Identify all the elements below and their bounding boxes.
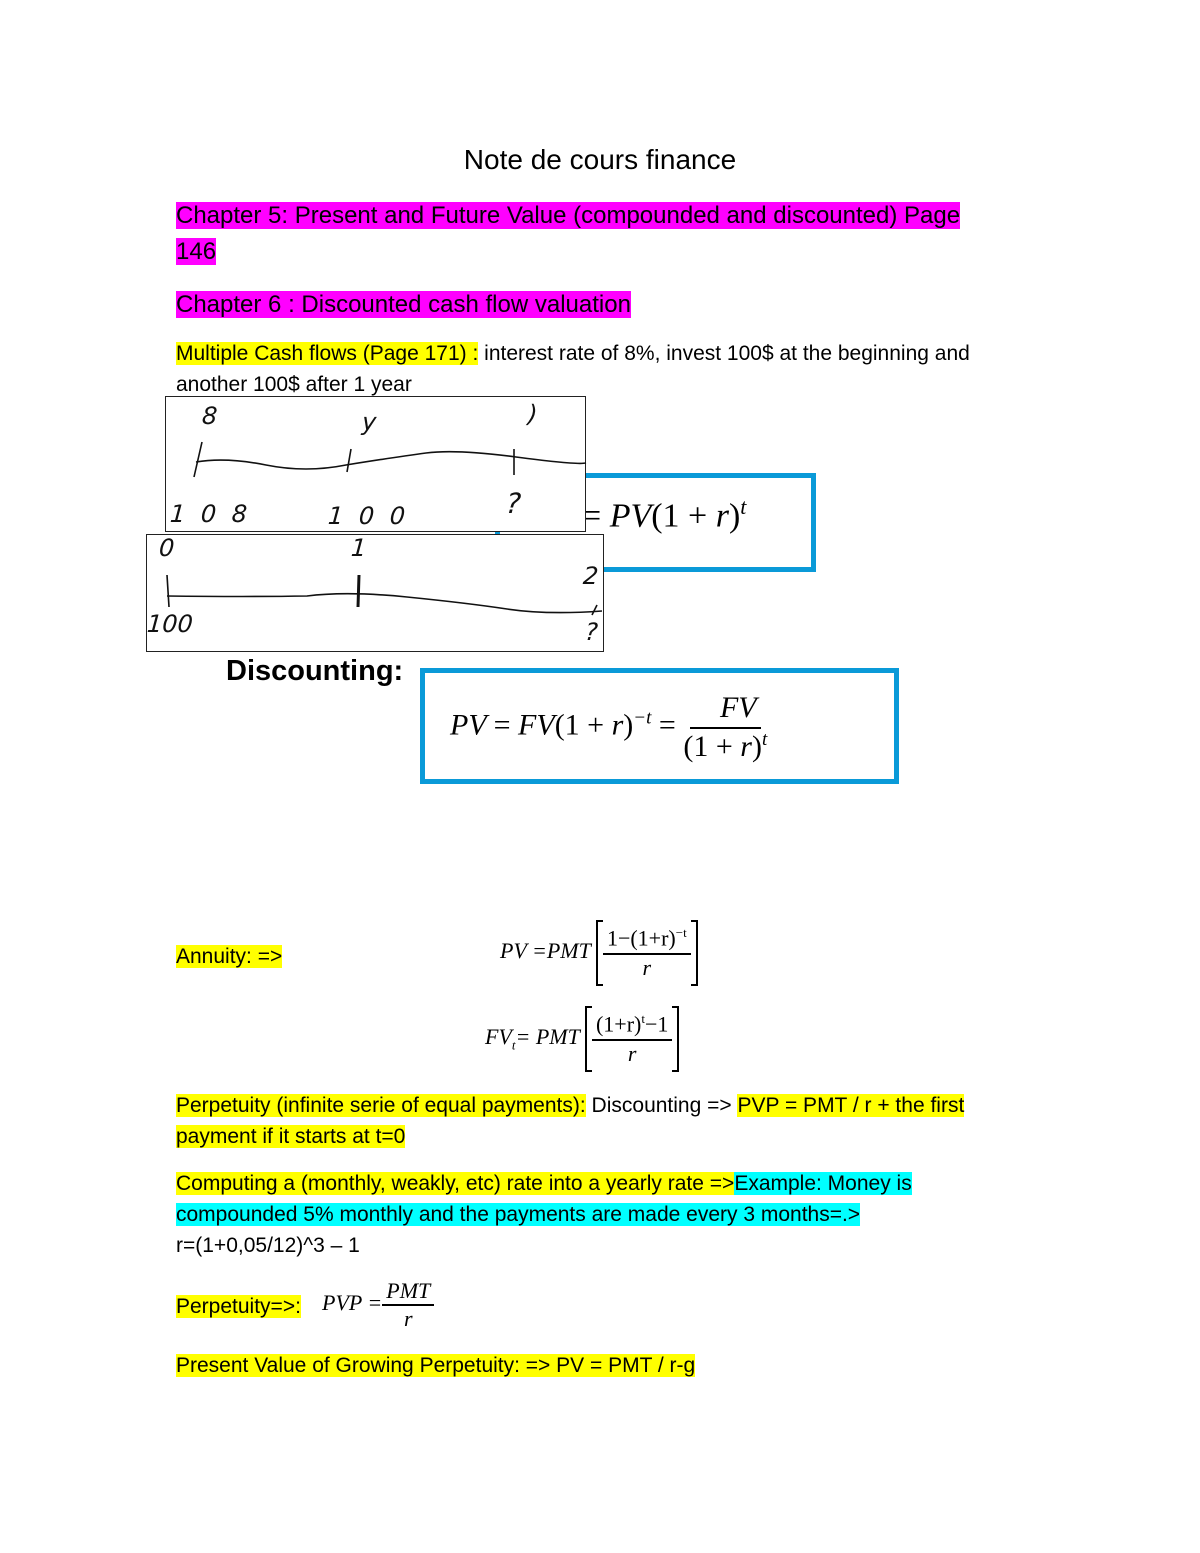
fraction-denominator: (1 + r)t bbox=[683, 729, 768, 763]
chapter5-line2: 146 bbox=[176, 238, 217, 265]
chapter6-text: Chapter 6 : Discounted cash flow valuati… bbox=[176, 291, 631, 318]
sketch2-top-label-1: 1 bbox=[350, 534, 368, 562]
paren-open: (1 + bbox=[554, 708, 612, 742]
formula-lhs: PVP = bbox=[322, 1290, 383, 1316]
multiple-cash-flows-text1: interest rate of 8%, invest 100$ at the … bbox=[478, 342, 970, 365]
exponent: −t bbox=[633, 707, 652, 729]
discounting-formula-box: PV = FV(1 + r)−t = FV (1 + r)t bbox=[420, 668, 899, 784]
perpetuity2-label: Perpetuity=>: bbox=[176, 1295, 301, 1318]
pv-symbol: PV bbox=[609, 497, 652, 535]
perpetuity-text: Discounting => bbox=[585, 1094, 738, 1117]
growing-perpetuity-line: Present Value of Growing Perpetuity: => … bbox=[176, 1350, 696, 1381]
growing-perpetuity-text: Present Value of Growing Perpetuity: => … bbox=[176, 1354, 696, 1377]
perpetuity-paragraph: Perpetuity (infinite serie of equal paym… bbox=[176, 1090, 965, 1152]
equals-sign-2: = bbox=[658, 708, 676, 742]
r-symbol: r bbox=[611, 708, 624, 742]
chapter5-heading: Chapter 5: Present and Future Value (com… bbox=[176, 199, 961, 271]
pv-symbol: PV bbox=[450, 708, 487, 742]
paren-close: ) bbox=[623, 708, 634, 742]
rate-formula: r=(1+0,05/12)^3 – 1 bbox=[176, 1234, 360, 1257]
exponent-t: t bbox=[740, 494, 747, 519]
paren-open: (1 + bbox=[651, 497, 716, 535]
formula-lhs: FV bbox=[485, 1024, 512, 1050]
sketch1-bottom-label-2: ? bbox=[504, 487, 523, 520]
perpetuity-formula-1: PVP = PMT / r + the first bbox=[737, 1094, 965, 1117]
perpetuity2-line: Perpetuity=>: bbox=[176, 1291, 301, 1322]
annuity-label: Annuity: => bbox=[176, 945, 283, 968]
sketch1-top-label-2: ) bbox=[527, 400, 539, 428]
sketch1-bottom-label-0: 1 0 8 bbox=[169, 500, 253, 528]
handwritten-timeline-drawing bbox=[193, 441, 587, 478]
multiple-cash-flows-text2: another 100$ after 1 year bbox=[176, 373, 412, 396]
paren-close: ) bbox=[728, 497, 741, 535]
r-symbol: r bbox=[715, 497, 729, 535]
example-text-1: Example: Money is bbox=[734, 1172, 912, 1195]
discounting-label: Discounting: bbox=[226, 655, 404, 687]
computing-rate-label: Computing a (monthly, weakly, etc) rate … bbox=[176, 1172, 735, 1195]
chapter6-heading: Chapter 6 : Discounted cash flow valuati… bbox=[176, 288, 631, 322]
chapter5-line1: Chapter 5: Present and Future Value (com… bbox=[176, 202, 961, 229]
sketch2-top-label-2: 2 bbox=[582, 562, 600, 590]
handwritten-timeline-drawing bbox=[166, 574, 603, 616]
handwritten-timeline-sketch-1: 8 y ) 1 0 8 1 0 0 ? bbox=[165, 396, 587, 532]
sketch1-top-label-1: y bbox=[361, 408, 378, 436]
example-text-2: compounded 5% monthly and the payments a… bbox=[176, 1203, 861, 1226]
perpetuity-formula-2: payment if it starts at t=0 bbox=[176, 1125, 406, 1148]
sketch1-bottom-label-1: 1 0 0 bbox=[327, 502, 411, 530]
multiple-cash-flows-paragraph: Multiple Cash flows (Page 171) : interes… bbox=[176, 338, 970, 400]
formula-lhs: PV =PMT bbox=[500, 938, 591, 964]
compounding-formula: = PV(1 + r)t bbox=[582, 494, 746, 535]
perpetuity-label: Perpetuity (infinite serie of equal paym… bbox=[176, 1094, 586, 1117]
sketch2-bottom-label-0: 100 bbox=[146, 610, 194, 638]
discounting-formula: PV = FV(1 + r)−t = FV (1 + r)t bbox=[450, 691, 767, 764]
equals-sign: = bbox=[493, 708, 511, 742]
sketch1-top-label-0: 8 bbox=[201, 402, 219, 430]
multiple-cash-flows-label: Multiple Cash flows (Page 171) : bbox=[176, 342, 479, 365]
sketch2-bottom-label-1: ? bbox=[584, 618, 599, 646]
page-title: Note de cours finance bbox=[463, 144, 737, 175]
discounting-fraction: FV (1 + r)t bbox=[683, 691, 767, 764]
fv-symbol: FV bbox=[518, 708, 555, 742]
sketch2-top-label-0: 0 bbox=[158, 534, 176, 562]
handwritten-timeline-sketch-2: 0 1 2 100 ? bbox=[146, 534, 604, 652]
computing-rate-paragraph: Computing a (monthly, weakly, etc) rate … bbox=[176, 1168, 912, 1261]
annuity-label-line: Annuity: => bbox=[176, 941, 283, 972]
equals-sign: = bbox=[582, 497, 602, 535]
fraction-numerator: FV bbox=[689, 691, 761, 729]
